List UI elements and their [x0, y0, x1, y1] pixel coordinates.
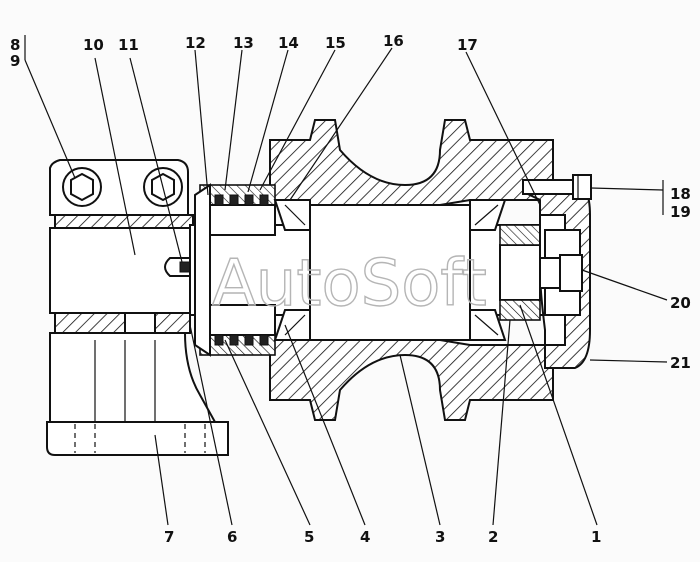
- callout-3: 3: [435, 528, 445, 546]
- callout-12: 12: [185, 34, 206, 52]
- callout-4: 4: [360, 528, 370, 546]
- leader-lines: [24, 35, 668, 526]
- left-bearing-group: [194, 183, 311, 357]
- callout-8: 8: [10, 36, 20, 54]
- callout-2: 2: [488, 528, 498, 546]
- right-bearing-group: [469, 174, 592, 369]
- callout-9: 9: [10, 52, 20, 70]
- callouts: 8 9 10 11 12 13 14 15 16 17 18 19 20 21 …: [10, 32, 691, 546]
- callout-6: 6: [227, 528, 237, 546]
- callout-13: 13: [233, 34, 254, 52]
- callout-1: 1: [591, 528, 601, 546]
- bracket-housing: [46, 159, 229, 456]
- callout-5: 5: [304, 528, 314, 546]
- callout-17: 17: [457, 36, 478, 54]
- callout-21: 21: [670, 354, 691, 372]
- callout-14: 14: [278, 34, 299, 52]
- callout-10: 10: [83, 36, 104, 54]
- callout-11: 11: [118, 36, 139, 54]
- callout-16: 16: [383, 32, 404, 50]
- roller-body: [269, 119, 554, 421]
- callout-19: 19: [670, 203, 691, 221]
- callout-20: 20: [670, 294, 691, 312]
- callout-7: 7: [164, 528, 174, 546]
- watermark: AutoSoft: [212, 247, 487, 321]
- callout-15: 15: [325, 34, 346, 52]
- callout-18: 18: [670, 185, 691, 203]
